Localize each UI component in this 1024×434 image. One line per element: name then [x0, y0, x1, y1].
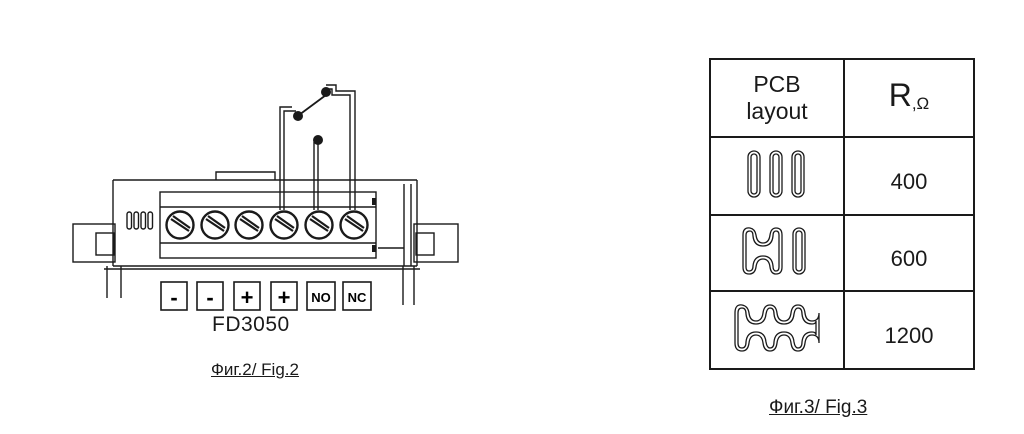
screw-icon [165, 210, 195, 240]
screw-icon [269, 210, 299, 240]
layout-cell [709, 290, 845, 370]
resistance-value: 600 [890, 246, 928, 271]
terminal-label: NC [342, 281, 372, 311]
terminal-label: - [160, 281, 188, 311]
one-wavy-two-straight-slots-icon [742, 226, 806, 275]
terminal-labels: - - + + NO NC [160, 281, 372, 311]
terminal-label: NO [306, 281, 336, 311]
screw-icon [200, 210, 230, 240]
relay-contact-schematic [279, 84, 356, 210]
terminal-screws [165, 210, 369, 240]
header-pcb-line1: PCB [753, 71, 801, 97]
header-pcb-layout: PCB layout [709, 58, 845, 138]
resistance-cell: 600 [843, 214, 975, 292]
pcb-layout-table: PCB layout R,Ω 400 [709, 58, 975, 370]
layout-cell [709, 136, 845, 216]
svg-text:+: + [278, 285, 291, 310]
table-row: 1200 [709, 290, 975, 370]
table-header-row: PCB layout R,Ω [709, 58, 975, 138]
figure-3-caption: Фиг.3/ Fig.3 [769, 397, 868, 418]
screw-icon [304, 210, 334, 240]
terminal-label: - [196, 281, 224, 311]
header-pcb-line2: layout [746, 98, 808, 124]
wavy-slot-icon [734, 303, 820, 352]
layout-cell [709, 214, 845, 292]
terminal-label: + [233, 281, 261, 311]
header-r-symbol: R [888, 77, 912, 113]
svg-text:NO: NO [311, 290, 331, 305]
resistance-value: 1200 [884, 323, 934, 348]
terminal-block-diagram: - - + + NO NC [72, 84, 459, 311]
table-row: 600 [709, 214, 975, 292]
table-row: 400 [709, 136, 975, 216]
resistance-cell: 1200 [843, 290, 975, 370]
svg-text:-: - [206, 285, 213, 310]
vent-slots [126, 211, 154, 230]
three-straight-slots-icon [747, 149, 805, 198]
screw-icon [339, 210, 369, 240]
screw-icon [234, 210, 264, 240]
header-resistance: R,Ω [843, 58, 975, 138]
svg-text:+: + [241, 285, 254, 310]
resistance-cell: 400 [843, 136, 975, 216]
resistance-value: 400 [890, 169, 928, 194]
svg-text:-: - [170, 285, 177, 310]
terminal-label: + [270, 281, 298, 311]
header-r-unit: ,Ω [911, 94, 930, 113]
model-label: FD3050 [212, 313, 290, 336]
figure-2-caption: Фиг.2/ Fig.2 [211, 360, 299, 379]
svg-text:NC: NC [348, 290, 367, 305]
contact-points [293, 87, 331, 145]
